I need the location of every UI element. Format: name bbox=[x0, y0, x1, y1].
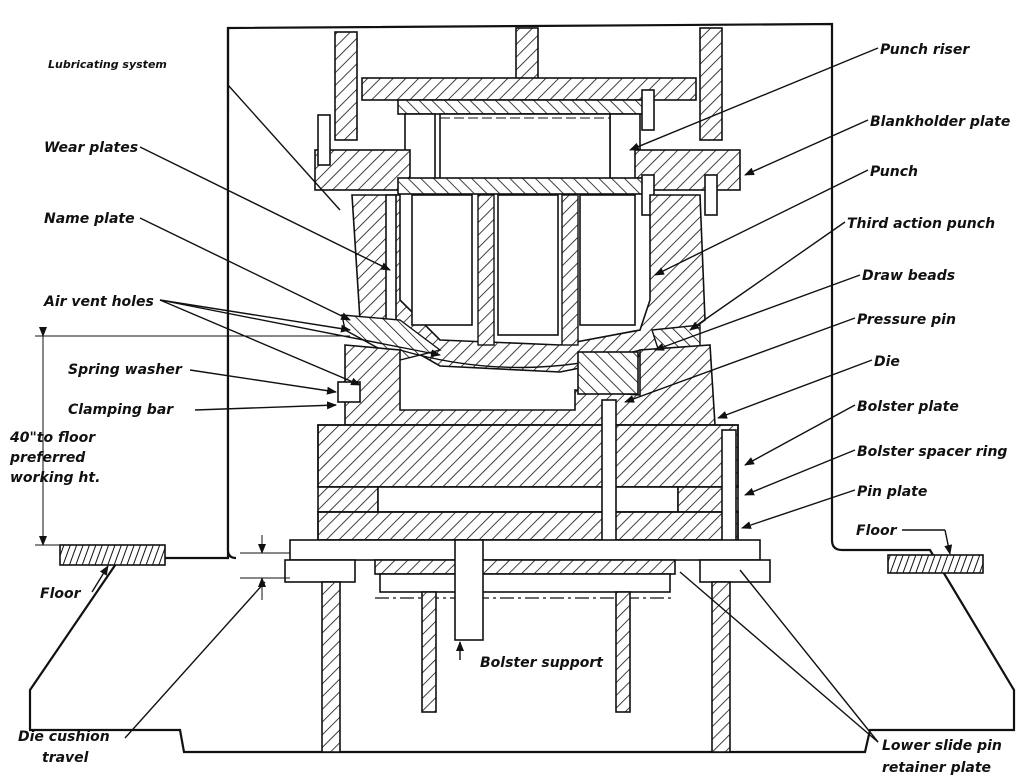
label-bolster-support: Bolster support bbox=[480, 655, 604, 671]
label-die-cushion-travel-line1: Die cushion bbox=[18, 729, 110, 745]
label-lower-slide-pin-line1: Lower slide pin bbox=[882, 738, 1002, 754]
label-floor-left: Floor bbox=[40, 586, 82, 602]
label-air-vent-holes: Air vent holes bbox=[43, 294, 154, 310]
upper-ram bbox=[314, 27, 741, 216]
label-draw-beads: Draw beads bbox=[862, 268, 955, 284]
label-name-plate: Name plate bbox=[44, 211, 135, 227]
label-working-height-line3: working ht. bbox=[10, 470, 100, 486]
label-lubricating-system: Lubricating system bbox=[48, 58, 167, 71]
label-punch: Punch bbox=[870, 164, 918, 180]
bolster-plate bbox=[317, 399, 739, 566]
floor-right-slab bbox=[887, 554, 984, 574]
label-bolster-spacer-ring: Bolster spacer ring bbox=[857, 444, 1007, 460]
die-cushion bbox=[284, 539, 771, 753]
label-pin-plate: Pin plate bbox=[857, 484, 927, 500]
label-floor-right: Floor bbox=[856, 523, 898, 539]
label-spring-washer: Spring washer bbox=[68, 362, 183, 378]
label-third-action-punch: Third action punch bbox=[847, 216, 995, 232]
punch-body bbox=[341, 194, 706, 373]
label-pressure-pin: Pressure pin bbox=[857, 312, 956, 328]
label-blankholder-plate: Blankholder plate bbox=[870, 114, 1010, 130]
label-die-cushion-travel-line2: travel bbox=[42, 750, 89, 766]
label-working-height-line2: preferred bbox=[9, 450, 86, 466]
label-working-height-line1: 40"to floor bbox=[9, 430, 96, 446]
floor-left-slab bbox=[59, 544, 166, 566]
leader-lines bbox=[91, 47, 953, 743]
label-clamping-bar: Clamping bar bbox=[68, 402, 174, 418]
working-height-dimension bbox=[35, 327, 350, 546]
cushion-travel-dimension bbox=[240, 535, 290, 600]
label-lower-slide-pin-line2: retainer plate bbox=[882, 760, 991, 776]
label-wear-plates: Wear plates bbox=[44, 140, 138, 156]
label-punch-riser: Punch riser bbox=[880, 42, 970, 58]
label-die: Die bbox=[874, 354, 900, 370]
label-bolster-plate: Bolster plate bbox=[857, 399, 959, 415]
